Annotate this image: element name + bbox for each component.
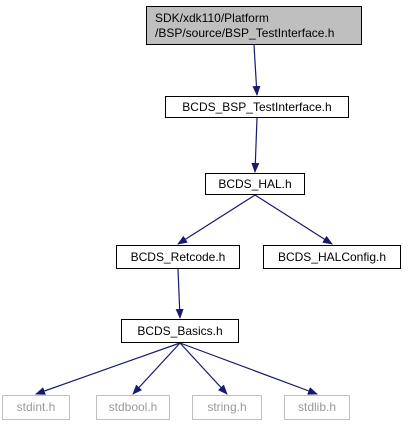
node-label: stdbool.h [108, 400, 158, 414]
node-bcds-halconfig[interactable]: BCDS_HALConfig.h [263, 245, 401, 269]
edge-bsp_testinterface-to-hal [251, 117, 260, 173]
node-bcds-basics[interactable]: BCDS_Basics.h [121, 319, 239, 343]
node-label: string.h [207, 400, 247, 414]
node-label: stdint.h [16, 400, 56, 414]
node-stdlib: stdlib.h [284, 395, 350, 420]
node-label: BCDS_Basics.h [137, 323, 223, 338]
node-string: string.h [192, 395, 262, 420]
edge-basics-to-stdlib [179, 342, 318, 395]
edge-hal-to-halconfig [254, 194, 333, 245]
edge-root-to-bsp_testinterface [252, 44, 261, 96]
edge-hal-to-retcode [177, 194, 256, 245]
node-label: stdlib.h [297, 400, 337, 414]
node-bcds-retcode[interactable]: BCDS_Retcode.h [116, 245, 240, 269]
node-bsp-testinterface-source-file: SDK/xdk110/Platform /BSP/source/BSP_Test… [146, 6, 362, 45]
node-bcds-hal[interactable]: BCDS_HAL.h [205, 173, 305, 195]
node-bcds-bsp-testinterface[interactable]: BCDS_BSP_TestInterface.h [165, 96, 349, 118]
edge-basics-to-stdint [35, 342, 181, 395]
node-label: BCDS_BSP_TestInterface.h [182, 99, 332, 114]
node-label-line-1: SDK/xdk110/Platform [155, 10, 269, 25]
node-label: BCDS_Retcode.h [130, 249, 226, 264]
node-label: BCDS_HALConfig.h [277, 249, 387, 264]
edge-basics-to-string [179, 342, 228, 395]
edge-basics-to-stdbool [132, 342, 181, 395]
node-stdbool: stdbool.h [96, 395, 170, 420]
edge-retcode-to-basics [175, 268, 184, 319]
node-label: BCDS_HAL.h [218, 176, 292, 191]
node-label-line-2: /BSP/source/BSP_TestInterface.h [155, 25, 335, 40]
node-stdint: stdint.h [2, 395, 70, 420]
